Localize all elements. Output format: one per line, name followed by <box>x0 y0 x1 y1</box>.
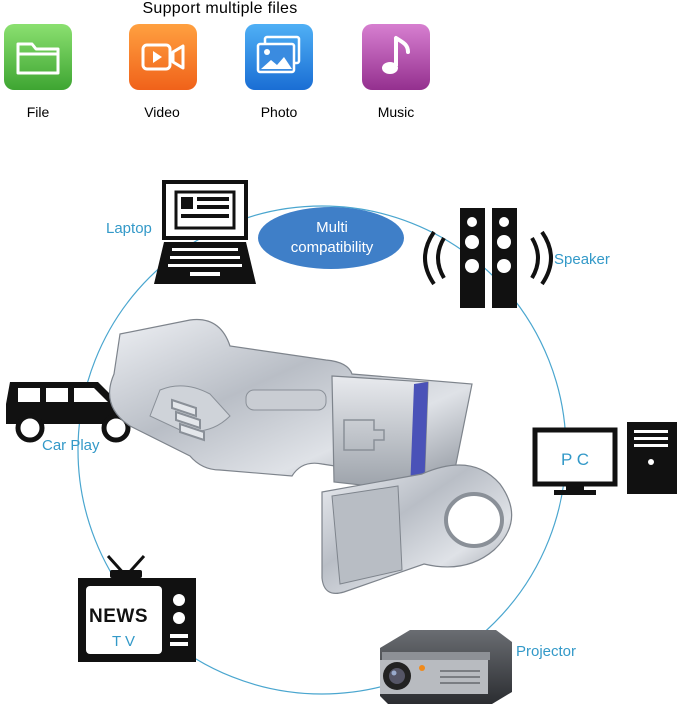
tv-screen-news: NEWS <box>89 606 148 627</box>
file-label: File <box>26 104 50 120</box>
photo-icon <box>245 24 313 90</box>
music-note-icon <box>362 24 430 90</box>
folder-icon <box>4 24 72 90</box>
tv-icon <box>78 554 196 662</box>
photo-label: Photo <box>260 104 298 120</box>
car-icon <box>6 382 142 443</box>
photo-tile <box>245 24 313 90</box>
video-label: Video <box>144 104 180 120</box>
pc-label: P C <box>561 450 590 469</box>
compatibility-badge <box>258 207 404 269</box>
tv-screen-tv: T V <box>112 633 136 650</box>
laptop-icon <box>154 180 256 284</box>
music-tile <box>362 24 430 90</box>
pc-icon <box>532 422 677 495</box>
projector-icon <box>380 630 512 704</box>
music-label: Music <box>377 104 415 120</box>
usb-wrench-drive <box>108 318 513 594</box>
badge-line-1: Multi <box>316 219 348 236</box>
badge-line-2: compatibility <box>290 239 374 256</box>
file-tile <box>4 24 72 90</box>
speaker-icon <box>423 208 553 308</box>
speaker-label: Speaker <box>554 251 610 268</box>
compatibility-badge-text: Multi compatibility <box>262 218 402 258</box>
laptop-label: Laptop <box>106 220 152 237</box>
video-icon <box>129 24 197 90</box>
video-tile <box>129 24 197 90</box>
car-label: Car Play <box>42 437 100 454</box>
page-title: Support multiple files <box>142 0 298 17</box>
projector-label: Projector <box>516 643 577 660</box>
